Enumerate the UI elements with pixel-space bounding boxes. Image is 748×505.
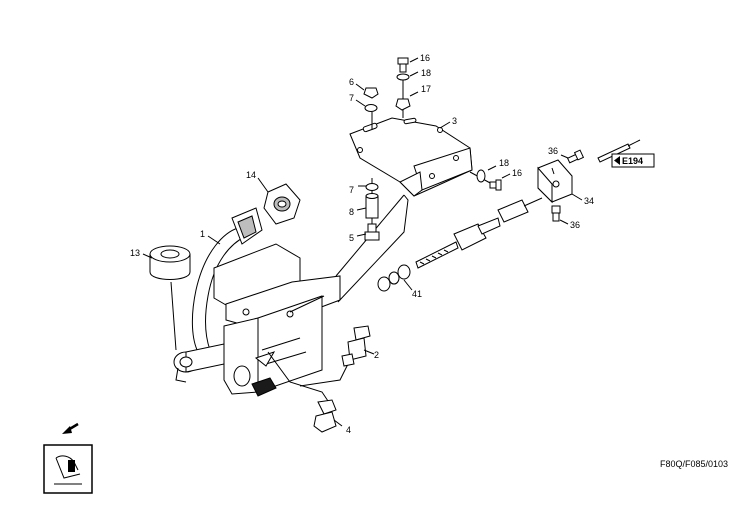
callouts: 16 18 6 7 17 3 36 14 18 16 7 8 34 36 5 1…	[130, 53, 594, 435]
nuts-part-41	[377, 264, 411, 292]
callout-1: 1	[200, 229, 205, 239]
pedal-location-icon	[43, 444, 93, 494]
callout-8: 8	[349, 207, 354, 217]
cable-rod	[415, 197, 543, 269]
mounting-plate-part-3	[349, 117, 473, 197]
pedal-pad-part-14	[263, 183, 301, 225]
figure-code: F80Q/F085/0103	[660, 459, 728, 469]
washer-part-7-mid	[365, 183, 379, 191]
callout-14: 14	[246, 170, 256, 180]
rubber-stop-part-13	[149, 245, 191, 351]
callout-36-bottom: 36	[570, 220, 580, 230]
ref-tag-e194: E194	[611, 153, 655, 168]
callout-34: 34	[584, 196, 594, 206]
callout-5: 5	[349, 233, 354, 243]
callout-2: 2	[374, 350, 379, 360]
direction-arrow-icon	[62, 422, 79, 434]
adapter-block-part-34	[537, 159, 573, 204]
nut-part-6	[363, 87, 379, 99]
callout-4: 4	[346, 425, 351, 435]
bolt-part-16-side	[489, 179, 502, 191]
callout-3: 3	[452, 116, 457, 126]
screw-part-36-bottom	[551, 205, 561, 222]
pedal-bracket-housing	[213, 243, 341, 397]
callout-16-side: 16	[512, 168, 522, 178]
callout-36-top: 36	[548, 146, 558, 156]
threaded-rod-end	[597, 139, 641, 163]
nut-part-17	[395, 98, 411, 111]
washer-part-18-top	[396, 73, 410, 81]
callout-6: 6	[349, 77, 354, 87]
callout-16-top: 16	[420, 53, 430, 63]
switch-part-2	[341, 325, 371, 367]
washer-part-18-side	[476, 169, 486, 183]
callout-18-top: 18	[421, 68, 431, 78]
callout-17: 17	[421, 84, 431, 94]
screw-part-16-top	[397, 57, 409, 73]
bolt-part-5	[364, 223, 380, 241]
callout-7-mid: 7	[349, 185, 354, 195]
callout-18-side: 18	[499, 158, 509, 168]
pedal-lever-part-1	[173, 207, 263, 383]
nuts-part-4	[313, 399, 337, 433]
spacer-part-8	[365, 193, 379, 219]
ref-tag-label: E194	[622, 156, 643, 166]
callout-41: 41	[412, 289, 422, 299]
screw-part-36-top	[566, 149, 585, 164]
callout-13: 13	[130, 248, 140, 258]
washer-part-7-top	[364, 104, 378, 112]
callout-7-top: 7	[349, 93, 354, 103]
